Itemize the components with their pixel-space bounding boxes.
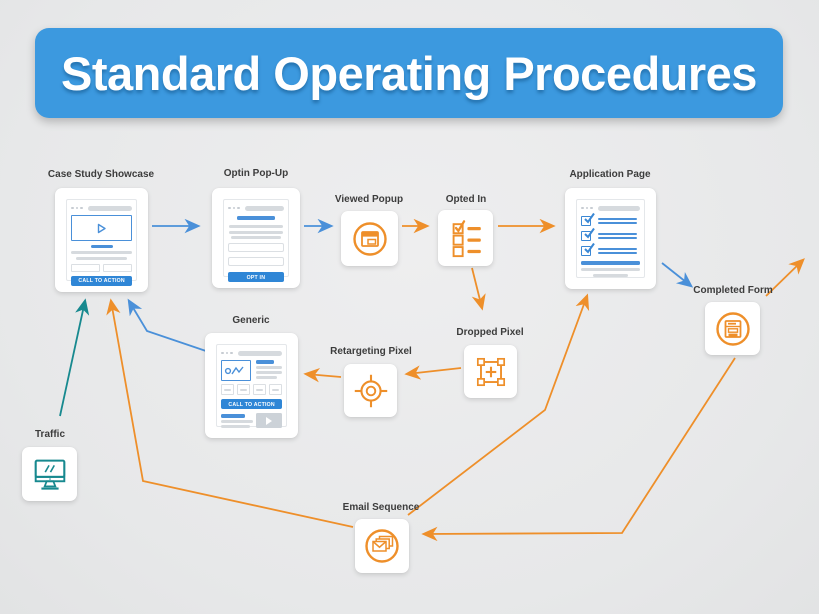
browser-chrome [71, 204, 132, 212]
label-application-page: Application Page [569, 169, 651, 180]
arrow-opted-in-to-dropped-pixel [471, 267, 486, 311]
browser-video-mockup: CALL TO ACTION [66, 199, 137, 286]
checklist-row [581, 212, 640, 226]
checklist-icon [452, 220, 481, 258]
label-viewed-popup: Viewed Popup [334, 194, 404, 205]
node-application-page [565, 188, 656, 289]
line-chart-icon [224, 366, 244, 374]
checklist-row [581, 242, 640, 256]
arrow-retargeting-to-generic [303, 367, 342, 383]
browser-chrome [228, 204, 284, 212]
arrow-generic-to-case-study [127, 298, 207, 352]
label-email-sequence: Email Sequence [342, 502, 420, 513]
play-icon [266, 416, 272, 425]
label-dropped-pixel: Dropped Pixel [456, 327, 524, 338]
label-retargeting-pixel: Retargeting Pixel [330, 346, 412, 357]
node-traffic [22, 447, 77, 501]
form-field [228, 243, 284, 252]
node-optin-popup: OPT IN [212, 188, 300, 288]
label-completed-form: Completed Form [693, 285, 773, 296]
title-banner: Standard Operating Procedures [35, 28, 783, 118]
browser-checklist-mockup [576, 199, 645, 278]
browser-optin-form-mockup: OPT IN [223, 199, 289, 282]
arrow-traffic-to-case-study [59, 298, 90, 417]
play-icon [97, 223, 106, 233]
node-dropped-pixel [464, 345, 517, 398]
label-opted-in: Opted In [445, 194, 487, 205]
browser-landing-mockup: CALL TO ACTION [216, 344, 287, 428]
call-to-action-button: CALL TO ACTION [71, 275, 132, 286]
checklist-row [581, 227, 640, 241]
video-thumbnail [256, 413, 282, 428]
node-generic: CALL TO ACTION [205, 333, 298, 438]
form-icon [715, 311, 750, 346]
form-field [228, 257, 284, 266]
envelopes-icon [365, 529, 399, 563]
label-optin-popup: Optin Pop-Up [223, 168, 289, 179]
monitor-icon [34, 459, 65, 490]
label-case-study: Case Study Showcase [47, 169, 155, 180]
video-player [71, 215, 132, 241]
node-completed-form [705, 302, 760, 355]
node-viewed-popup [341, 211, 398, 266]
opt-in-button: OPT IN [228, 272, 284, 282]
node-case-study-showcase: CALL TO ACTION [55, 188, 148, 292]
browser-chrome [581, 204, 640, 212]
node-email-sequence [355, 519, 409, 573]
arrow-application-to-completed-form [661, 262, 694, 288]
node-opted-in [438, 210, 493, 266]
call-to-action-button: CALL TO ACTION [221, 399, 282, 409]
browser-chrome [221, 349, 282, 357]
arrow-dropped-pixel-to-retargeting [404, 365, 462, 380]
node-retargeting-pixel [344, 364, 397, 417]
target-icon [354, 374, 387, 407]
page-title: Standard Operating Procedures [61, 46, 757, 100]
label-traffic: Traffic [34, 429, 66, 440]
pixel-frame-icon [476, 357, 505, 386]
label-generic: Generic [232, 315, 270, 326]
popup-window-icon [352, 221, 387, 256]
chart-thumbnail [221, 360, 251, 381]
